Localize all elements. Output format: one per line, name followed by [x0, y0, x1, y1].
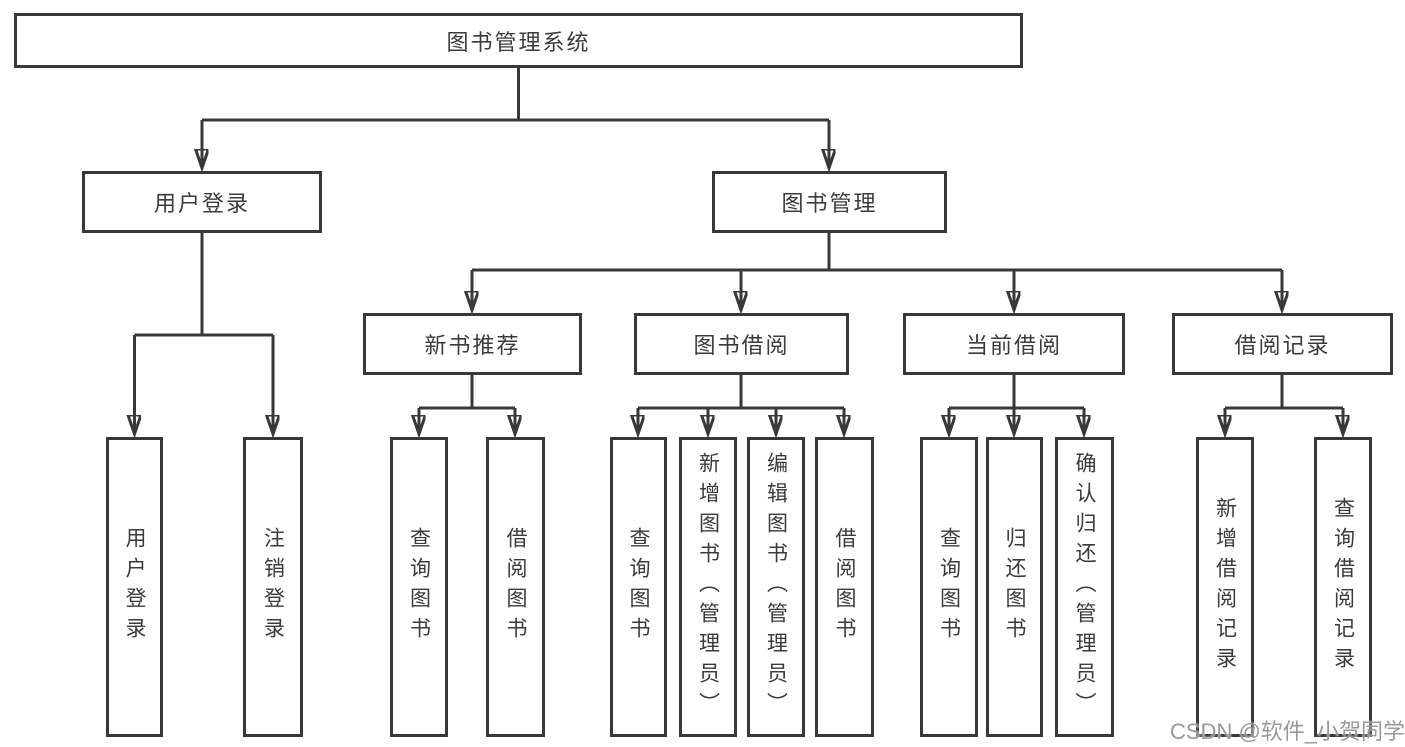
leaf-logout-label: 注销登录 — [261, 527, 285, 647]
csdn-watermark: CSDN @软件_小贺同学 — [1170, 719, 1405, 744]
node-new-book-rec: 新书推荐 — [363, 313, 582, 375]
leaf-borrow-borrow: 借阅图书 — [815, 437, 874, 737]
leaf-record-add-label: 新增借阅记录 — [1213, 497, 1237, 677]
leaf-current-query: 查询图书 — [920, 437, 978, 737]
leaf-record-query-label: 查询借阅记录 — [1331, 497, 1355, 677]
node-book-borrow-label: 图书借阅 — [693, 333, 790, 358]
leaf-current-return: 归还图书 — [986, 437, 1043, 737]
node-current-borrow-label: 当前借阅 — [965, 333, 1062, 358]
user-login-branch-connector — [135, 233, 274, 434]
leaf-borrow-add: 新增图书（管理员） — [679, 437, 737, 737]
leaf-current-return-label: 归还图书 — [1003, 527, 1026, 647]
node-book-mgmt-label: 图书管理 — [781, 191, 878, 216]
leaf-borrow-edit: 编辑图书（管理员） — [747, 437, 805, 737]
borrow-record-branch-connector — [1225, 375, 1343, 434]
book-mgmt-branch-connector — [472, 233, 1282, 310]
node-root-label: 图书管理系统 — [446, 29, 591, 55]
leaf-logout: 注销登录 — [243, 437, 303, 737]
leaf-borrow-query: 查询图书 — [610, 437, 667, 737]
root-branch-connector — [202, 68, 829, 168]
leaf-record-add: 新增借阅记录 — [1196, 437, 1254, 737]
book-borrow-branch-connector — [638, 375, 844, 434]
leaf-newbook-query: 查询图书 — [390, 437, 448, 737]
node-user-login-label: 用户登录 — [153, 191, 250, 216]
node-current-borrow: 当前借阅 — [903, 313, 1125, 375]
node-borrow-record: 借阅记录 — [1172, 313, 1393, 375]
leaf-record-query: 查询借阅记录 — [1314, 437, 1372, 737]
leaf-newbook-query-label: 查询图书 — [407, 527, 431, 647]
leaf-borrow-query-label: 查询图书 — [627, 527, 650, 647]
node-borrow-record-label: 借阅记录 — [1234, 333, 1331, 358]
leaf-user-login: 用户登录 — [106, 437, 163, 737]
leaf-borrow-borrow-label: 借阅图书 — [833, 527, 856, 647]
node-book-borrow: 图书借阅 — [634, 313, 849, 375]
new-book-branch-connector — [419, 375, 515, 434]
leaf-current-query-label: 查询图书 — [937, 527, 961, 647]
node-new-book-rec-label: 新书推荐 — [424, 333, 521, 358]
leaf-borrow-add-label: 新增图书（管理员） — [696, 452, 720, 722]
leaf-user-login-label: 用户登录 — [123, 527, 146, 647]
leaf-newbook-borrow: 借阅图书 — [486, 437, 545, 737]
current-borrow-branch-connector — [949, 375, 1084, 434]
node-root: 图书管理系统 — [14, 13, 1023, 68]
leaf-current-confirm-label: 确认归还（管理员） — [1073, 452, 1096, 722]
node-user-login: 用户登录 — [82, 171, 322, 233]
leaf-borrow-edit-label: 编辑图书（管理员） — [764, 452, 788, 722]
leaf-newbook-borrow-label: 借阅图书 — [504, 527, 527, 647]
node-book-mgmt: 图书管理 — [712, 171, 947, 233]
leaf-current-confirm: 确认归还（管理员） — [1055, 437, 1114, 737]
